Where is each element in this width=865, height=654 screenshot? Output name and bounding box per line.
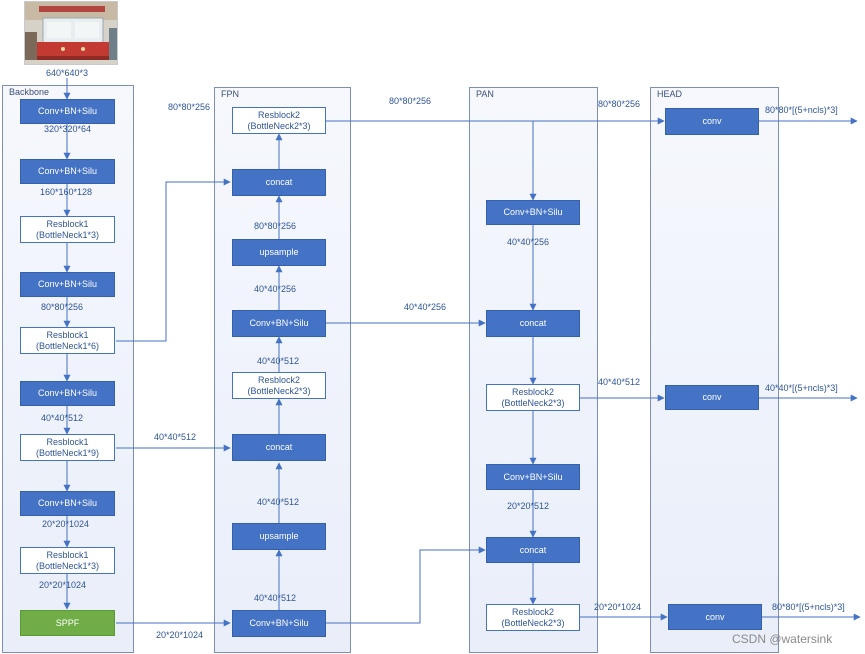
edge-label-backbone-to-fpn-mid: 40*40*512 [154,432,197,442]
fpn-label-40-a: 40*40*256 [254,284,297,294]
backbone-resblock-4: Resblock1 (BottleNeck1*3) [20,547,115,574]
input-image [24,1,118,65]
head-conv-1: conv [665,108,759,135]
backbone-conv-3: Conv+BN+Silu [20,272,115,297]
pan-label-40-a: 40*40*256 [507,237,550,247]
fpn-label-40-d: 40*40*512 [254,593,297,603]
backbone-conv-2: Conv+BN+Silu [20,159,115,184]
head-conv-2: conv [665,385,759,410]
fpn-title: FPN [221,89,239,99]
pan-resblock-1: Resblock2 (BottleNeck2*3) [486,384,580,411]
backbone-conv-5: Conv+BN+Silu [20,491,115,516]
backbone-resblock-2: Resblock1 (BottleNeck1*6) [20,327,115,354]
backbone-out-1: 320*320*64 [44,124,92,134]
sppf-block: SPPF [20,610,115,636]
fpn-label-80-a: 80*80*256 [254,221,297,231]
head-section: HEAD [650,87,779,653]
fpn-concat-2: concat [232,434,326,461]
watermark: CSDN @watersink [732,632,833,646]
edge-label-pan-to-head-mid: 40*40*512 [598,377,641,387]
edge-label-pan-to-head-bot: 20*20*1024 [594,602,642,612]
fpn-label-40-b: 40*40*512 [257,356,300,366]
pan-concat-2: concat [486,537,580,563]
head-title: HEAD [657,89,683,99]
head-conv-3: conv [668,604,762,630]
edge-label-head-out-bot: 80*80*[(5+ncls)*3] [772,602,845,612]
pan-title: PAN [476,89,494,99]
fpn-resblock-mid: Resblock2 (BottleNeck2*3) [232,372,326,399]
edge-label-head-out-top: 80*80*[(5+ncls)*3] [765,105,838,115]
pan-conv-2: Conv+BN+Silu [486,464,580,490]
pan-resblock-2: Resblock2 (BottleNeck2*3) [486,604,580,631]
pan-conv-1: Conv+BN+Silu [486,200,580,225]
backbone-out-5: 20*20*1024 [42,519,90,529]
pan-concat-1: concat [486,310,580,337]
backbone-out-2: 160*160*128 [40,187,93,197]
edge-label-head-out-mid: 40*40*[(5+ncls)*3] [765,383,838,393]
fpn-upsample-2: upsample [232,523,326,550]
fpn-upsample-1: upsample [232,239,326,266]
backbone-title: Backbone [9,87,50,97]
input-size-label: 640*640*3 [46,68,89,78]
backbone-out-6: 20*20*1024 [39,580,87,590]
backbone-out-3: 80*80*256 [41,302,84,312]
pan-label-20-a: 20*20*512 [507,501,550,511]
fpn-conv-1: Conv+BN+Silu [232,310,326,337]
input-image-drawing [25,2,117,64]
edge-label-fpn-to-pan-top: 80*80*256 [389,96,432,106]
fpn-label-40-c: 40*40*512 [257,497,300,507]
backbone-resblock-3: Resblock1 (BottleNeck1*9) [20,434,115,461]
edge-label-pan-to-head-top: 80*80*256 [598,99,641,109]
backbone-conv-4: Conv+BN+Silu [20,381,115,406]
fpn-resblock-top: Resblock2 (BottleNeck2*3) [232,107,326,134]
backbone-out-4: 40*40*512 [41,413,84,423]
backbone-resblock-1: Resblock1 (BottleNeck1*3) [20,216,115,243]
fpn-conv-2: Conv+BN+Silu [232,610,326,637]
edge-label-fpn-to-pan-mid: 40*40*256 [404,302,447,312]
edge-label-sppf-to-fpn: 20*20*1024 [156,630,204,640]
fpn-concat-1: concat [232,169,326,196]
edge-label-fpn-top-left: 80*80*256 [168,102,211,112]
backbone-conv-1: Conv+BN+Silu [20,99,115,124]
